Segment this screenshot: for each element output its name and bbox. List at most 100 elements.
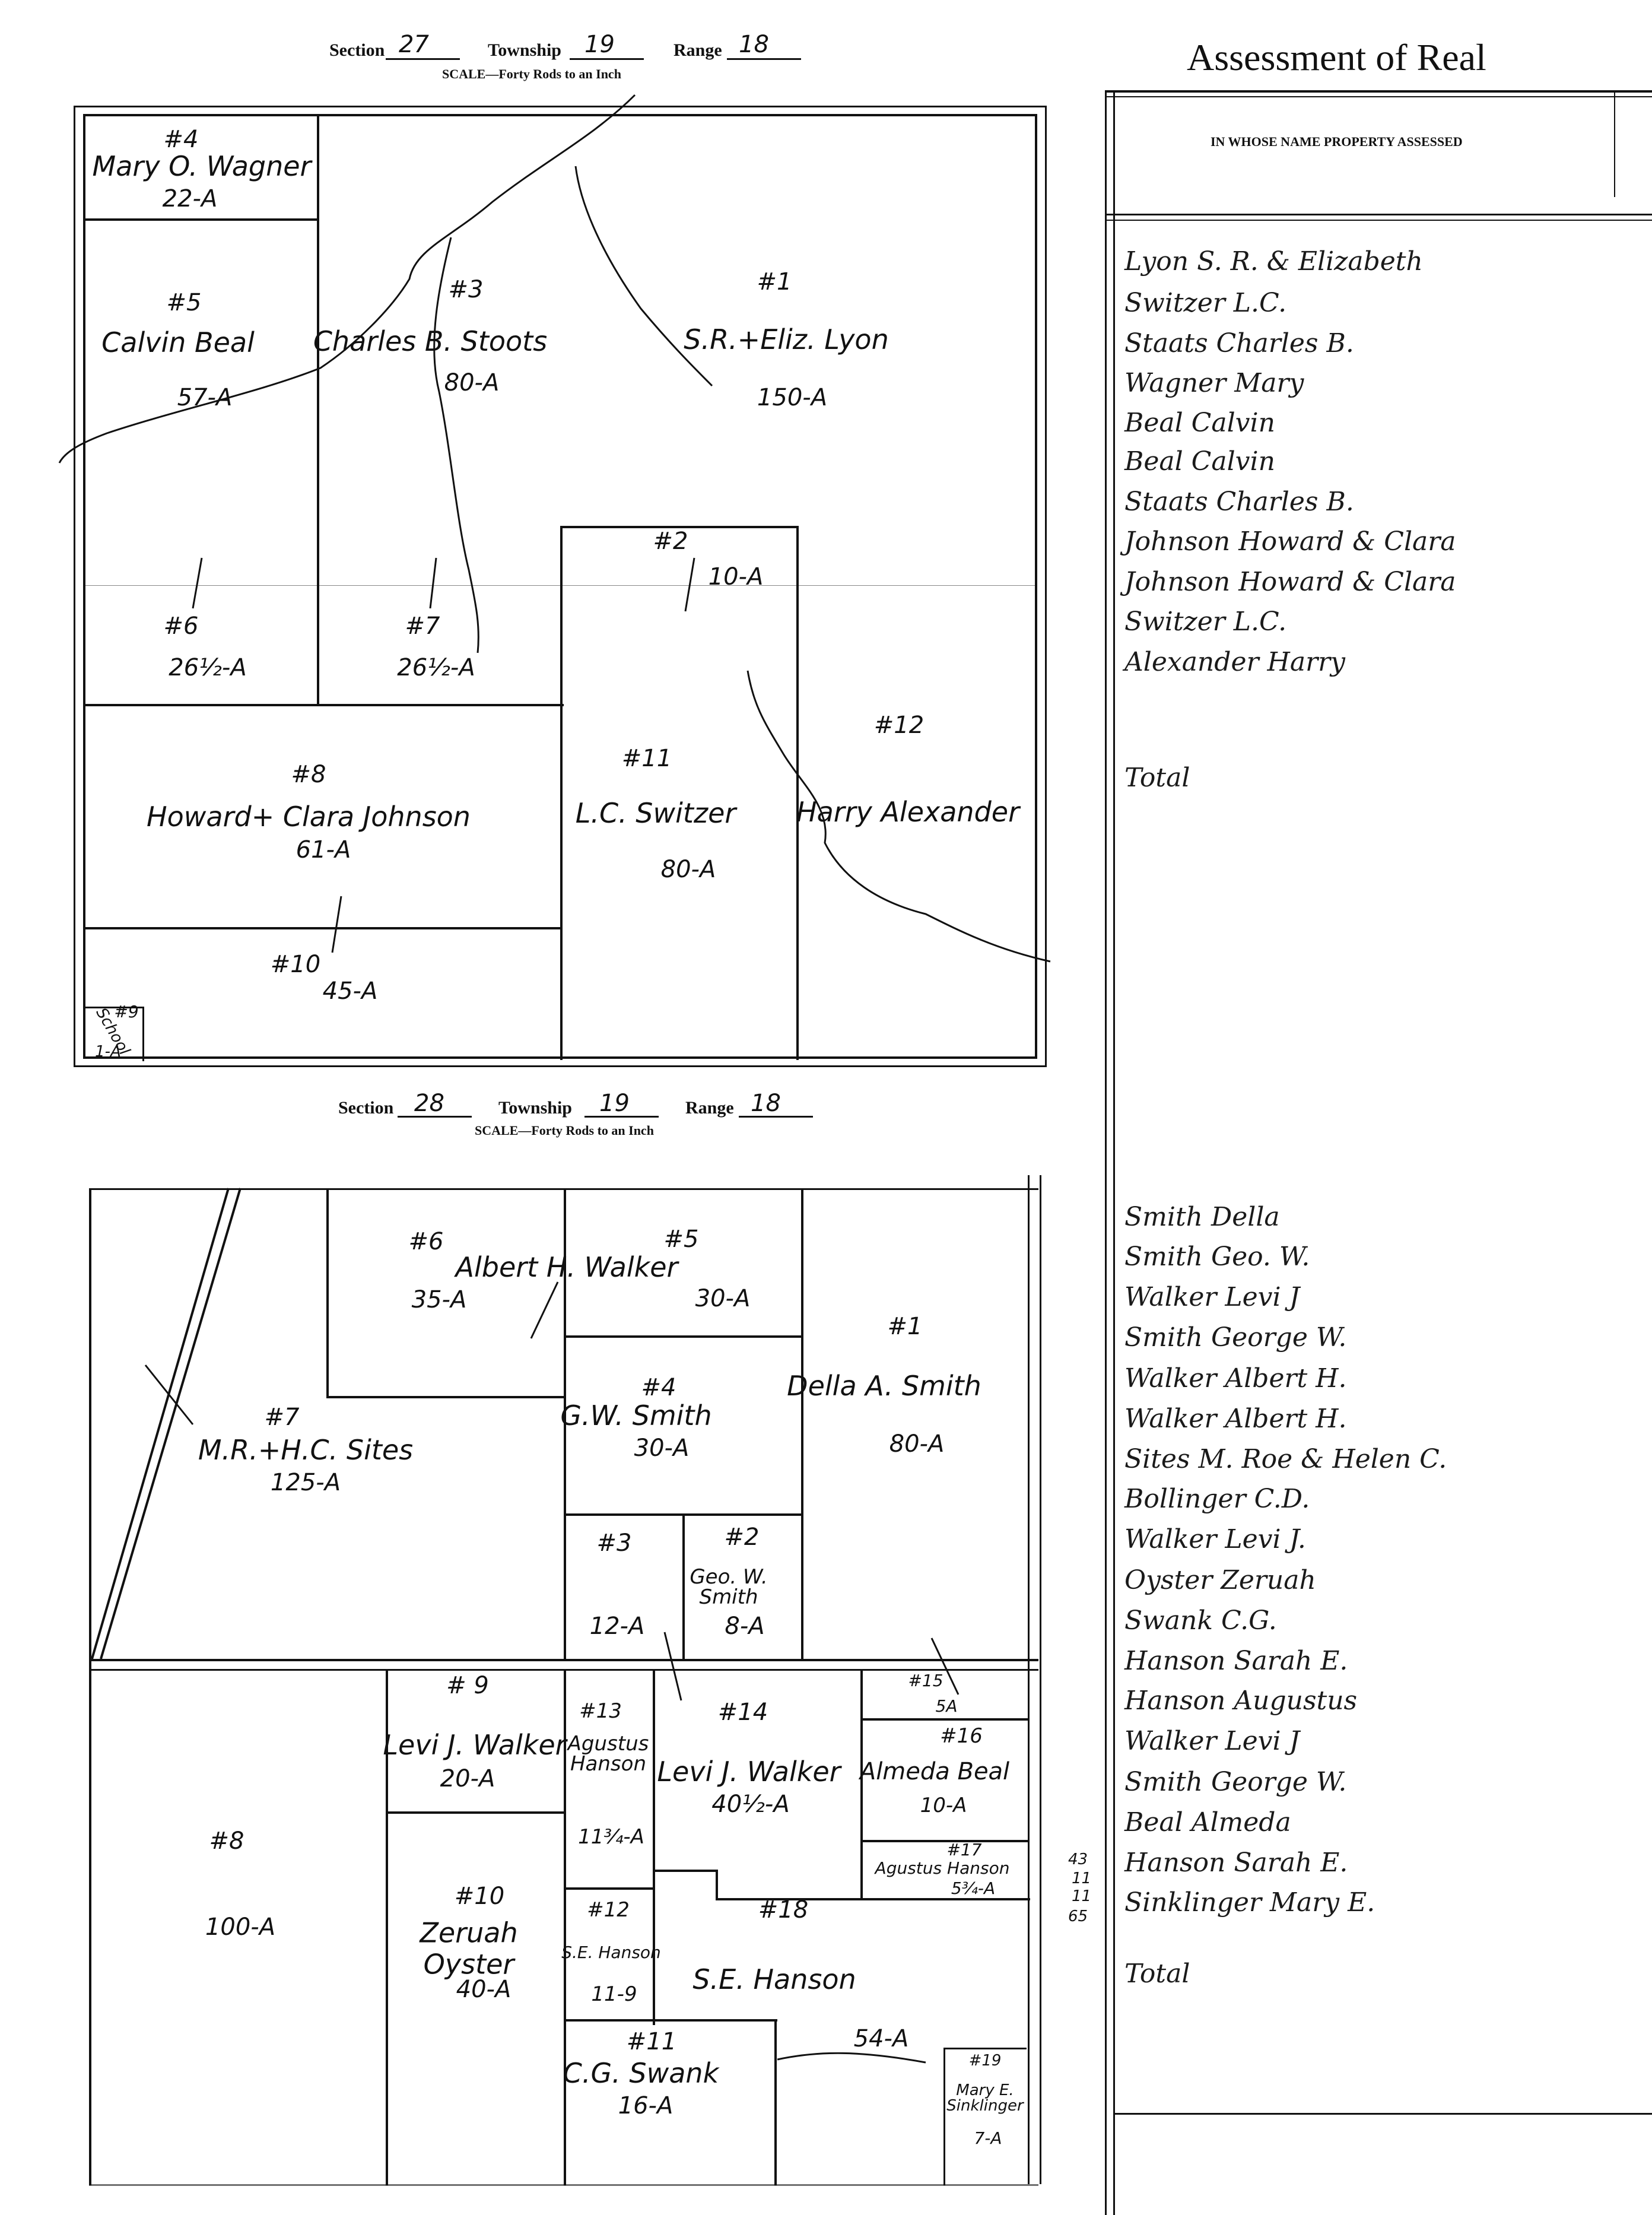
- owner-entry: Switzer L.C.: [1124, 288, 1287, 318]
- parcel-line: [943, 2048, 1027, 2049]
- parcel-number: #2: [724, 1524, 760, 1551]
- parcel-number: # 9: [446, 1672, 489, 1699]
- parcel-line: [943, 2048, 945, 2185]
- owner-entry: Lyon S. R. & Elizabeth: [1124, 246, 1423, 277]
- owner-entry: Beal Calvin: [1124, 446, 1275, 477]
- parcel-owner: Howard+ Clara Johnson: [147, 801, 471, 833]
- arrow-line: [684, 557, 695, 612]
- parcel-line: [716, 1870, 718, 1899]
- register-title: Assessment of Real: [1187, 36, 1486, 78]
- owner-entry: Sinklinger Mary E.: [1124, 1887, 1375, 1918]
- owner-entry: Johnson Howard & Clara: [1124, 567, 1456, 597]
- parcel-owner: S.R.+Eliz. Lyon: [684, 323, 889, 356]
- scale-note: SCALE—Forty Rods to an Inch: [442, 66, 621, 81]
- owner-entry: Alexander Harry: [1124, 647, 1346, 677]
- parcel-line: [386, 1811, 564, 1814]
- range-label: Range: [685, 1098, 734, 1118]
- margin-sum: 11: [1072, 1887, 1092, 1905]
- parcel-number: #10: [454, 1883, 505, 1910]
- range-label: Range: [673, 40, 722, 60]
- range-number: 18: [739, 31, 769, 58]
- owner-entry: Smith Geo. W.: [1124, 1242, 1310, 1272]
- underline: [398, 1116, 472, 1118]
- parcel-owner: Harry Alexander: [796, 796, 1019, 828]
- parcel-number: #9: [114, 1002, 139, 1021]
- parcel-acreage: 80-A: [444, 369, 500, 396]
- owner-entry: Beal Almeda: [1124, 1807, 1291, 1838]
- parcel-line: [716, 1898, 1030, 1900]
- parcel-line: [85, 927, 560, 929]
- owner-entry: Wagner Mary: [1124, 368, 1304, 398]
- parcel-number: #1: [757, 268, 792, 296]
- parcel-line: [860, 1840, 1030, 1842]
- parcel-acreage: 80-A: [889, 1430, 945, 1458]
- map-left-border: [89, 1188, 91, 2185]
- parcel-number: #8: [291, 761, 326, 788]
- margin-sum: 43: [1068, 1851, 1088, 1868]
- parcel-owner: Della A. Smith: [787, 1370, 981, 1402]
- parcel-acreage: 57-A: [177, 384, 233, 411]
- section-label: Section: [329, 40, 385, 60]
- parcel-acreage: 10-A: [708, 563, 764, 591]
- owner-entry: Hanson Sarah E.: [1124, 1646, 1348, 1676]
- parcel-acreage: 11¾-A: [578, 1825, 644, 1849]
- map-right-border: [1040, 1175, 1041, 2184]
- underline: [739, 1116, 813, 1118]
- boundary-curve: [777, 2052, 926, 2064]
- parcel-acreage: 5¾-A: [951, 1878, 996, 1898]
- owner-entry: Walker Albert H.: [1124, 1363, 1347, 1394]
- creek-line: [574, 166, 713, 387]
- map-bottom-border: [89, 2184, 1038, 2186]
- parcel-number: #16: [940, 1724, 983, 1748]
- underline: [727, 58, 801, 60]
- parcel-line: [560, 526, 798, 528]
- parcel-owner: Agustus Hanson: [875, 1858, 1010, 1878]
- map-right-border: [1028, 1175, 1030, 2184]
- parcel-owner: Geo. W. Smith: [690, 1565, 768, 1609]
- parcel-acreage: 125-A: [270, 1469, 341, 1496]
- parcel-line: [85, 1007, 142, 1008]
- parcel-number: #19: [968, 2052, 1002, 2070]
- parcel-owner: Charles B. Stoots: [313, 325, 548, 357]
- owner-entry: Hanson Augustus: [1124, 1686, 1358, 1716]
- parcel-acreage: 20-A: [440, 1765, 495, 1792]
- arrow-line: [663, 1632, 682, 1701]
- creek-line: [746, 670, 1051, 963]
- parcel-number: #2: [653, 528, 688, 555]
- underline: [570, 58, 644, 60]
- section-27-map: [83, 114, 1037, 1061]
- parcel-line: [142, 1007, 144, 1061]
- parcel-acreage: 40-A: [456, 1976, 512, 2003]
- parcel-owner: Levi J. Walker: [383, 1729, 567, 1761]
- owner-entry: Hanson Sarah E.: [1124, 1848, 1348, 1878]
- parcel-owner: Calvin Beal: [101, 326, 255, 358]
- parcel-line: [682, 1513, 685, 1659]
- owner-entry: Walker Albert H.: [1124, 1404, 1347, 1434]
- owner-entry: Oyster Zeruah: [1124, 1565, 1316, 1595]
- parcel-number: #11: [621, 745, 672, 772]
- parcel-acreage: 26½-A: [397, 654, 475, 681]
- section-number: 27: [399, 31, 429, 58]
- range-number: 18: [751, 1090, 781, 1117]
- owner-entry: Smith Della: [1124, 1202, 1280, 1232]
- parcel-number: #17: [946, 1840, 982, 1859]
- parcel-line: [564, 1669, 566, 2185]
- section-label: Section: [338, 1098, 394, 1118]
- owner-entry: Sites M. Roe & Helen C.: [1124, 1444, 1447, 1474]
- owner-entry: Staats Charles B.: [1124, 487, 1354, 517]
- parcel-number: #12: [873, 712, 925, 739]
- owner-entry: Beal Calvin: [1124, 408, 1275, 438]
- parcel-line: [560, 526, 563, 1060]
- register-column-line: [1113, 90, 1115, 2215]
- parcel-line: [317, 116, 319, 704]
- parcel-owner: G.W. Smith: [560, 1400, 712, 1432]
- parcel-acreage: 7-A: [974, 2128, 1002, 2148]
- parcel-owner: S.E. Hanson: [692, 1963, 856, 1995]
- parcel-acreage: 5A: [935, 1696, 958, 1716]
- parcel-number: #13: [579, 1699, 622, 1723]
- parcel-acreage: 54-A: [853, 2025, 909, 2052]
- parcel-line: [774, 2019, 777, 2185]
- parcel-number: #6: [408, 1228, 444, 1255]
- parcel-owner: M.R.+H.C. Sites: [198, 1434, 414, 1466]
